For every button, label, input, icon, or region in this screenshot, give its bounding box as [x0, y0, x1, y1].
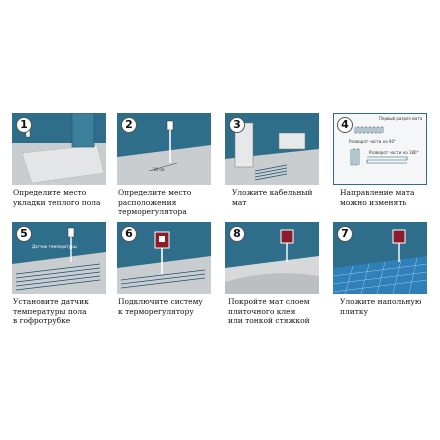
step-6-caption: Подключите систему к терморегулятору [118, 297, 203, 316]
step-number: 7 [337, 226, 353, 242]
overlay-label-first-cut: Первый разрез мата [379, 116, 423, 121]
overlay-label-rotate-180: Разворот части на 180° [369, 150, 419, 155]
step-8-caption: Покройте мат слоем плиточного клея или т… [228, 297, 310, 325]
step-number: 5 [16, 226, 32, 242]
step-5-caption: Установите датчик температуры пола в гоф… [13, 297, 89, 325]
step-3-illustration: 3 [225, 113, 319, 185]
step-6-illustration: 6 [117, 222, 211, 294]
step-number: 4 [337, 117, 353, 133]
step-1-illustration: 1 [12, 113, 106, 185]
overlay-label-sensor: Датчик температуры [32, 244, 77, 249]
dimension-label: 30 см [153, 167, 165, 172]
step-5-illustration: 5 Датчик температуры [12, 222, 106, 294]
step-number: 1 [16, 117, 32, 133]
overlay-label-rotate-90: Разворот части на 90° [349, 139, 397, 144]
step-2-caption: Определите место расположения терморегул… [118, 188, 192, 216]
step-number: 2 [121, 117, 137, 133]
step-number: 6 [121, 226, 137, 242]
step-number: 3 [229, 117, 245, 133]
step-7-caption: Уложите напольную плитку [340, 297, 422, 316]
step-number: 8 [229, 226, 245, 242]
step-2-illustration: 2 30 см [117, 113, 211, 185]
step-7-illustration: 7 [333, 222, 427, 294]
step-4-caption: Направление мата можно изменять [340, 188, 415, 207]
step-1-caption: Определите место укладки теплого пола [13, 188, 101, 207]
step-8-illustration: 8 [225, 222, 319, 294]
step-3-caption: Уложите кабельный мат [232, 188, 313, 207]
step-4-illustration: 4 Первый разрез мата Разворот части на 9… [333, 113, 427, 185]
